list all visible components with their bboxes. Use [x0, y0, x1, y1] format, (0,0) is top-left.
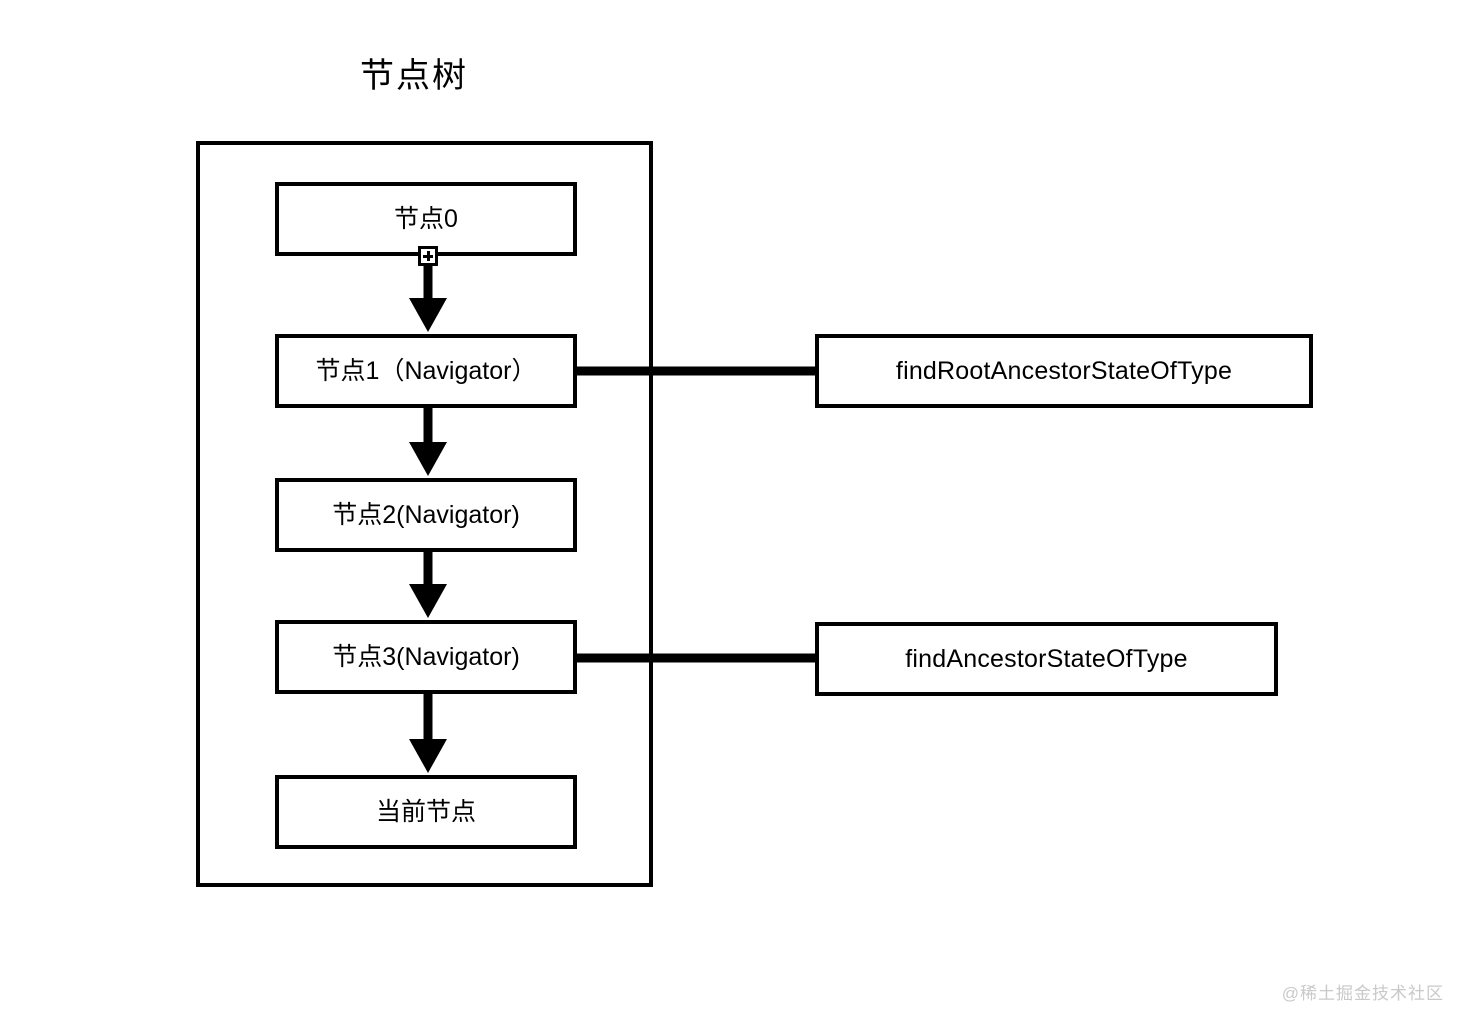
node-box-current-node[interactable]: 当前节点	[275, 775, 577, 849]
node-box-node-0[interactable]: 节点0	[275, 182, 577, 256]
node-label: 当前节点	[375, 798, 476, 826]
node-label: 节点2(Navigator)	[332, 501, 520, 529]
annotation-box-find-root-ancestor[interactable]: findRootAncestorStateOfType	[815, 334, 1313, 408]
annotation-label: findAncestorStateOfType	[905, 644, 1188, 673]
node-label: 节点3(Navigator)	[332, 643, 520, 671]
node-label: 节点1（Navigator）	[315, 357, 537, 385]
annotation-label: findRootAncestorStateOfType	[895, 356, 1233, 385]
plus-connector-icon[interactable]	[418, 246, 438, 266]
node-box-node-2[interactable]: 节点2(Navigator)	[275, 478, 577, 552]
node-box-node-1[interactable]: 节点1（Navigator）	[275, 334, 577, 408]
watermark: @稀土掘金技术社区	[1281, 984, 1444, 1003]
node-label: 节点0	[394, 205, 458, 233]
page-title: 节点树	[360, 57, 468, 95]
annotation-box-find-ancestor[interactable]: findAncestorStateOfType	[815, 622, 1278, 696]
node-box-node-3[interactable]: 节点3(Navigator)	[275, 620, 577, 694]
